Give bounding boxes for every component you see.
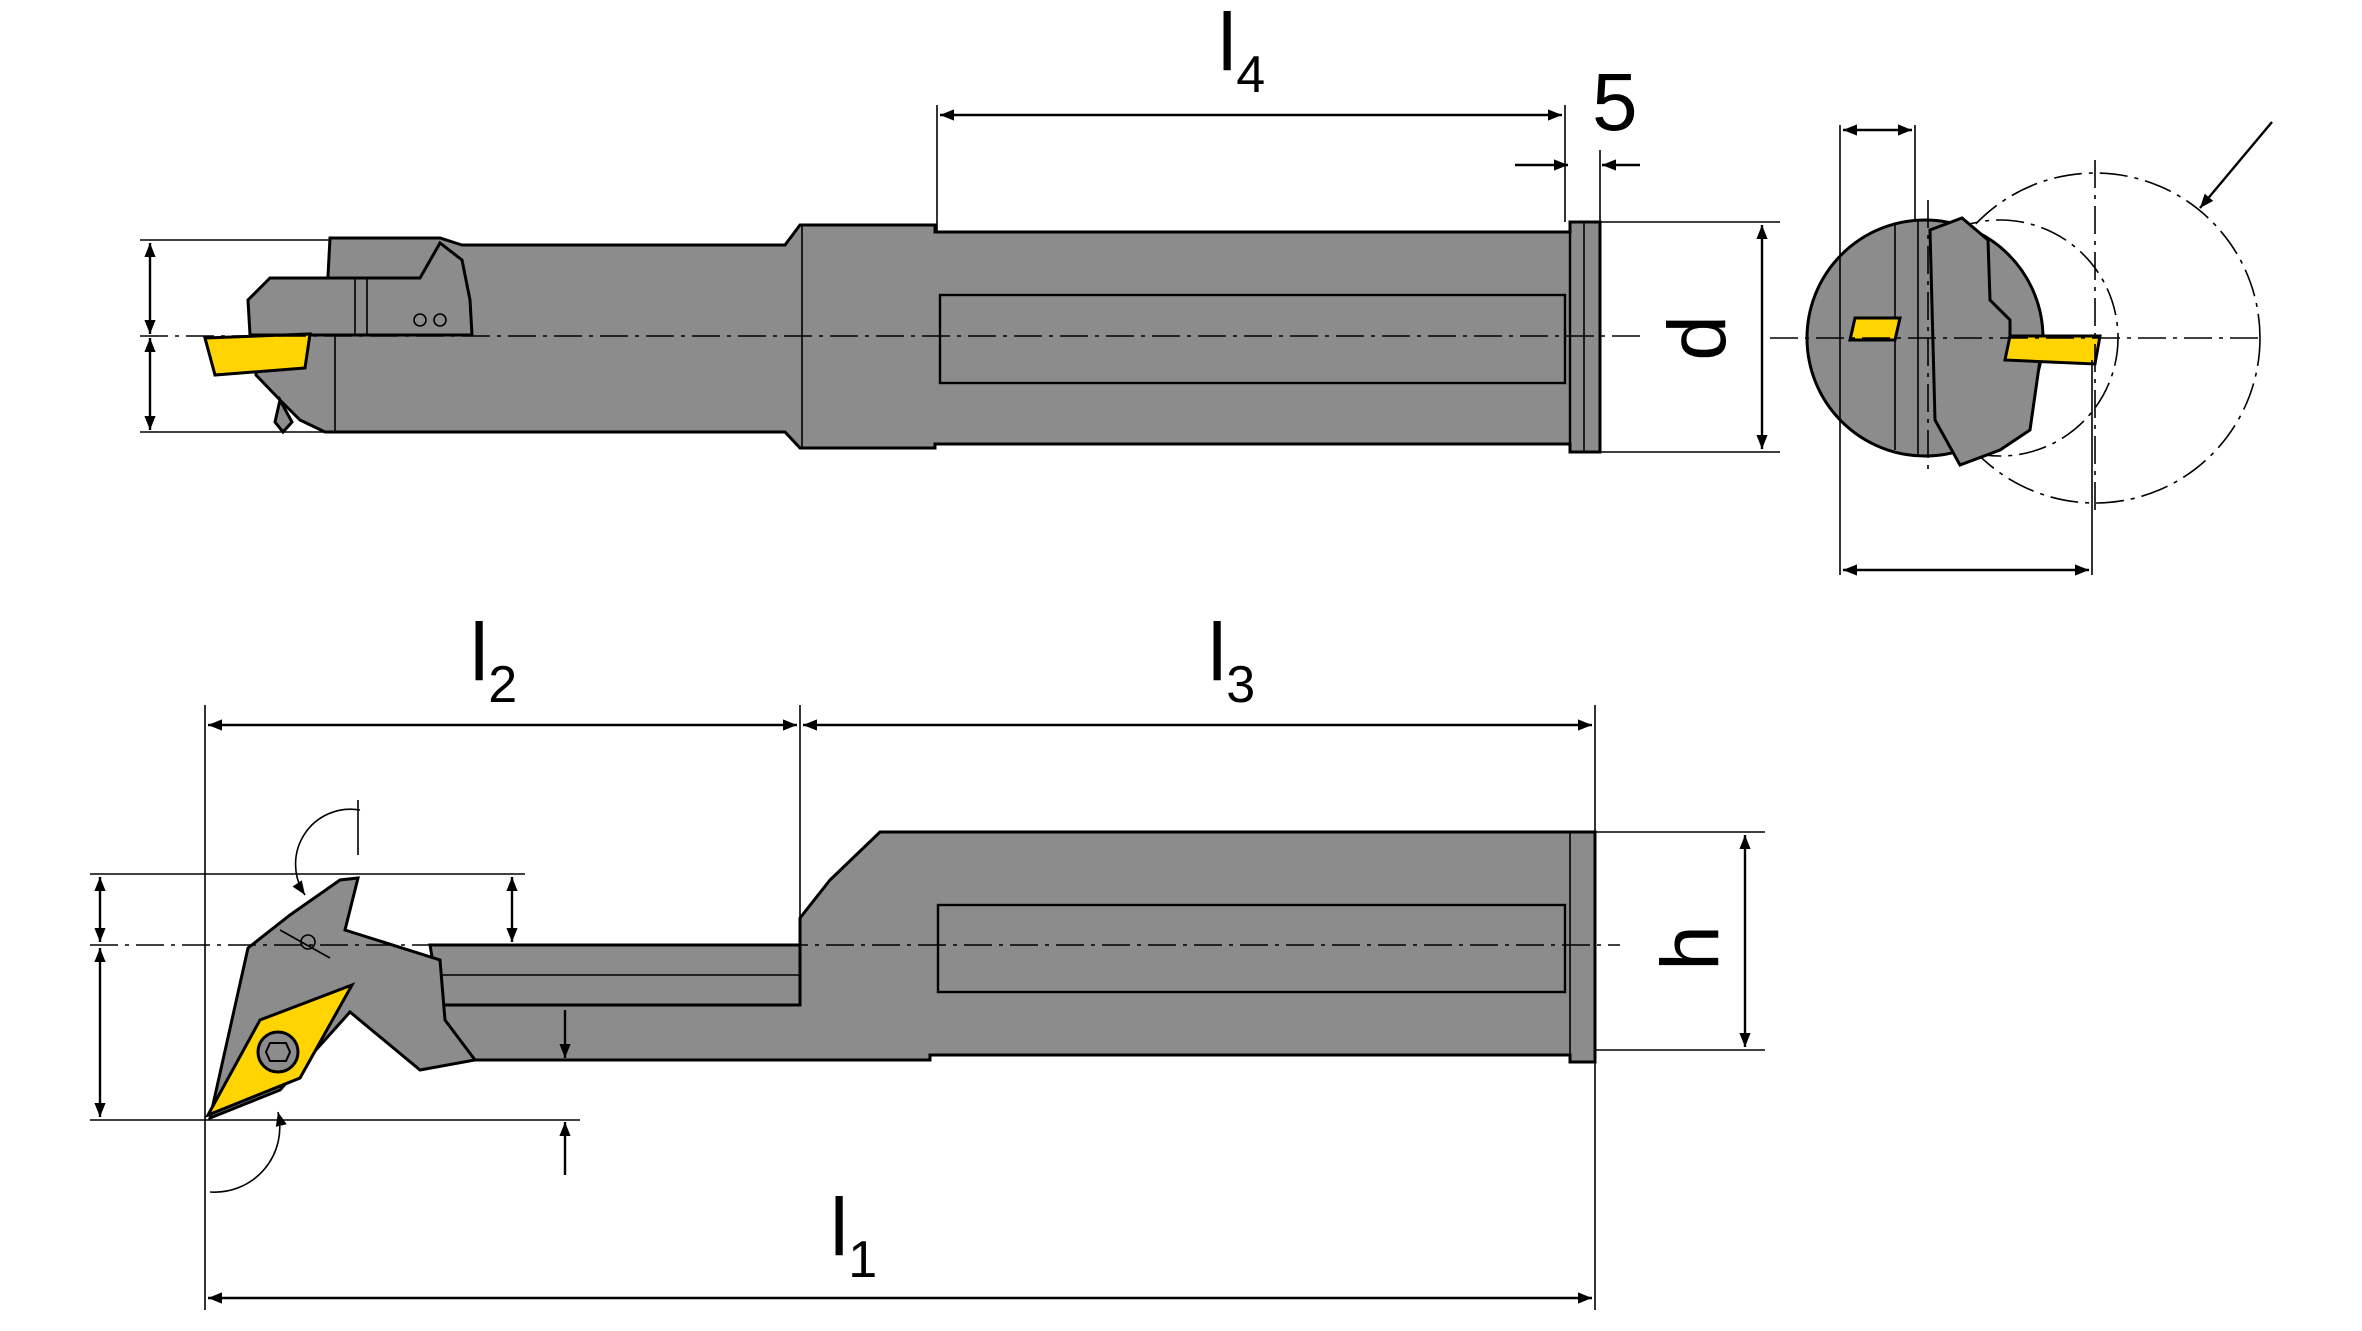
label-l3: l3 [1208,607,1255,714]
end-insert-right [2003,334,2102,366]
label-h: h [1645,925,1736,971]
top-head [246,240,474,337]
label-d: d [1652,315,1743,361]
label-l1: l1 [830,1182,877,1289]
top-view: l4 5 d [140,0,1780,454]
top-flat [938,293,1567,385]
insert-screw-icon [256,1030,300,1074]
label-5: 5 [1592,57,1638,148]
label-l2: l2 [470,607,517,714]
side-view: l2 l3 h l1 [90,607,1765,1310]
top-insert [203,332,312,377]
label-l4: l4 [1218,0,1265,104]
end-insert-left [1848,316,1902,342]
side-flat [936,903,1567,994]
end-view [1770,121,2273,576]
